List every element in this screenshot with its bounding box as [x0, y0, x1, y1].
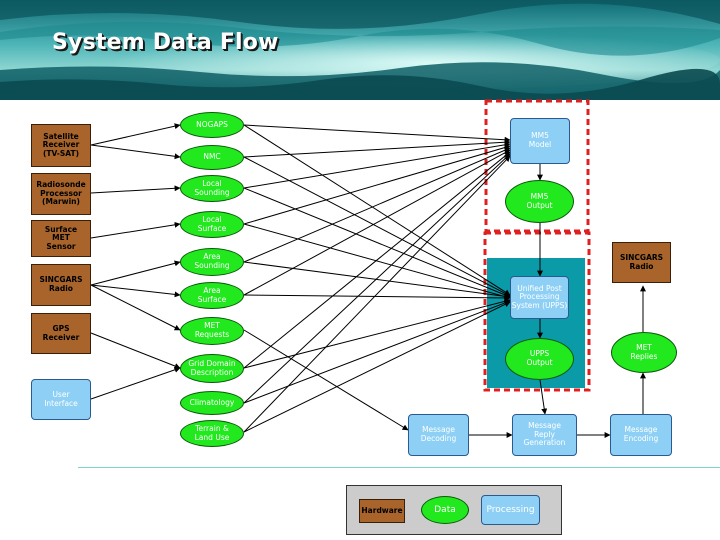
header-banner: [0, 0, 720, 100]
upps-output-data-node: UPPS Output: [505, 338, 574, 380]
gps-receiver-node: GPS Receiver: [31, 313, 91, 354]
sincgars-radio-right-node: SINCGARS Radio: [612, 242, 671, 283]
upps-node: Unified Post Processing System (UPPS): [510, 276, 569, 319]
message-encoding-node: Message Encoding: [610, 414, 672, 456]
climatology-data-node: Climatology: [180, 391, 244, 415]
sincgars-radio-left-node: SINCGARS Radio: [31, 264, 91, 306]
legend-hardware-swatch: Hardware: [359, 499, 405, 523]
met-requests-data-node: MET Requests: [180, 317, 244, 345]
legend-data-swatch: Data: [421, 496, 469, 524]
page-title: System Data Flow: [52, 30, 279, 55]
local-sounding-data-node: Local Sounding: [180, 175, 244, 202]
local-surface-data-node: Local Surface: [180, 211, 244, 238]
terrain-land-use-data-node: Terrain & Land Use: [180, 420, 244, 447]
mm5-output-data-node: MM5 Output: [505, 180, 574, 223]
footer-divider: [78, 467, 720, 468]
upps-highlight-box: [483, 231, 591, 392]
grid-domain-description-data-node: Grid Domain Description: [180, 354, 244, 383]
radiosonde-processor-node: Radiosonde Processor (Marwin): [31, 173, 91, 215]
legend: Hardware Data Processing: [346, 485, 562, 535]
satellite-receiver-node: Satellite Receiver (TV-SAT): [31, 124, 91, 167]
mm5-model-node: MM5 Model: [510, 118, 570, 164]
nogaps-data-node: NOGAPS: [180, 112, 244, 138]
message-reply-generation-node: Message Reply Generation: [512, 414, 577, 456]
area-sounding-data-node: Area Sounding: [180, 248, 244, 276]
nmc-data-node: NMC: [180, 145, 244, 170]
met-replies-data-node: MET Replies: [611, 332, 677, 373]
user-interface-node: User Interface: [31, 379, 91, 420]
area-surface-data-node: Area Surface: [180, 282, 244, 309]
legend-processing-swatch: Processing: [481, 495, 540, 525]
surface-met-sensor-node: Surface MET Sensor: [31, 220, 91, 257]
message-decoding-node: Message Decoding: [408, 414, 469, 456]
mm5-highlight-box: [484, 99, 590, 233]
